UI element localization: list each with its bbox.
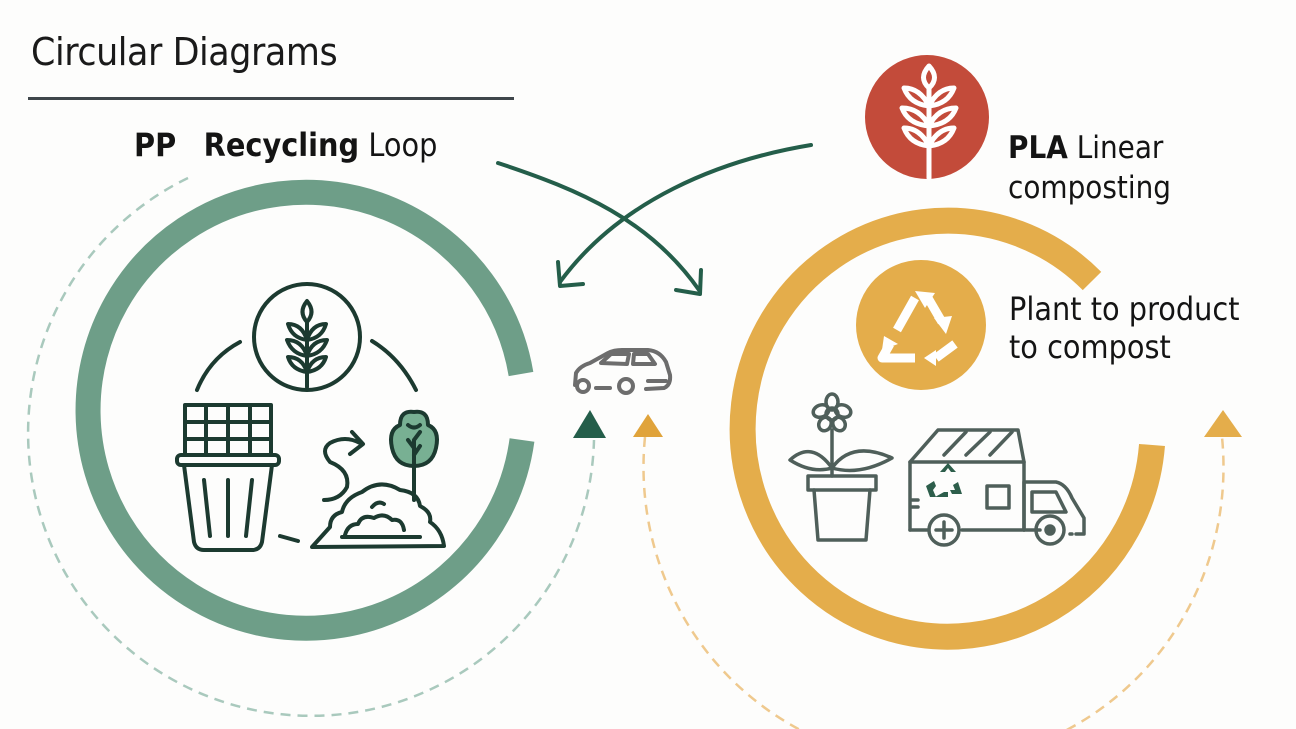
plant-label-line2: to compost [1009, 328, 1171, 366]
title-divider [28, 97, 514, 100]
pp-label-bold-pp: PP [134, 126, 177, 164]
pp-recycling-loop-label: PP Recycling Loop [134, 126, 437, 164]
arrowhead-pla-to-pp [556, 260, 585, 288]
pla-label-composting: composting [1008, 170, 1171, 206]
pp-recycling-ring [75, 179, 535, 641]
up-triangle-orange-icon [633, 414, 663, 437]
plant-label-line1: Plant to product [1009, 290, 1240, 328]
cycle-arc-left [195, 340, 242, 392]
pla-label-bold: PLA [1008, 130, 1068, 166]
wheat-badge-icon [865, 55, 989, 181]
potted-flower-icon [788, 392, 894, 542]
pla-label-linear: Linear [1076, 130, 1164, 166]
cycle-arc-right [370, 339, 418, 392]
recycle-bin-icon [175, 403, 281, 552]
cycle-arc-bottom [278, 534, 300, 543]
compost-heap-icon [310, 482, 446, 549]
recycling-truck-icon [908, 428, 1086, 547]
tree-icon [389, 409, 439, 502]
wheat-icon [252, 282, 362, 392]
right-dashed-return-path [642, 436, 1225, 729]
truck-recycle-symbol-icon [926, 463, 962, 497]
curved-arrow-icon [322, 430, 365, 502]
plant-to-compost-label: Plant to product to compost [1009, 290, 1240, 366]
pla-composting-ring [729, 207, 1165, 650]
arrow-pla-to-pp [558, 143, 813, 284]
pp-label-loop: Loop [368, 126, 438, 164]
car-icon [573, 348, 673, 395]
pla-linear-composting-label: PLA Linear composting [1008, 128, 1171, 208]
right-loop-triangle-icon [1204, 410, 1242, 437]
recycle-badge-icon [856, 260, 986, 390]
pp-label-bold-recycling: Recycling [203, 126, 360, 164]
left-dashed-return-path [26, 176, 596, 718]
page-title: Circular Diagrams [31, 30, 338, 74]
arrow-pp-to-pla [496, 161, 701, 292]
arrowhead-pp-to-pla [674, 268, 703, 296]
up-triangle-green-icon [573, 410, 606, 438]
